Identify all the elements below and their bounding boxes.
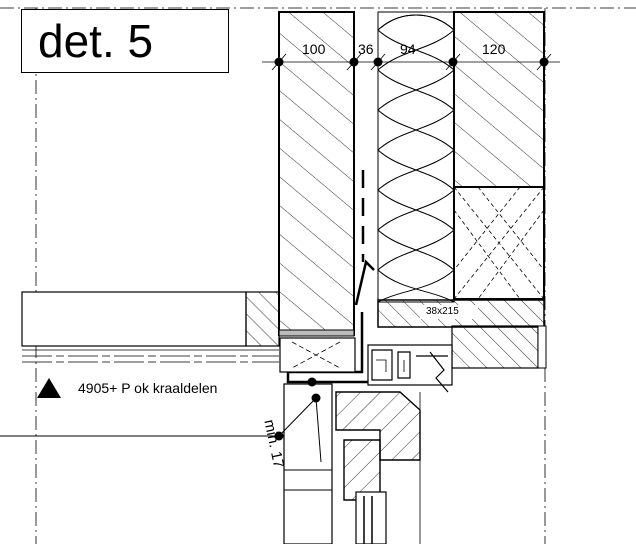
dimension-label-1: 100 bbox=[302, 41, 326, 57]
detail-title: det. 5 bbox=[38, 15, 154, 67]
outer-wall bbox=[453, 11, 545, 300]
note-text: 4905+ P ok kraaldelen bbox=[78, 380, 218, 396]
dimension-label-4: 120 bbox=[482, 41, 506, 57]
level-marker-icon bbox=[37, 378, 61, 398]
leader-dots bbox=[274, 377, 321, 441]
dimension-label-3: 94 bbox=[400, 41, 416, 57]
inner-wall bbox=[278, 11, 355, 337]
insulation bbox=[377, 11, 455, 303]
window-head bbox=[279, 325, 547, 393]
dimension-label-2: 36 bbox=[358, 41, 374, 57]
ceiling-panel bbox=[21, 291, 280, 363]
title-box: det. 5 bbox=[21, 9, 229, 73]
beam bbox=[377, 299, 545, 328]
frame-profile bbox=[283, 383, 421, 544]
leader bbox=[0, 397, 322, 463]
beam-label: 38x215 bbox=[426, 306, 459, 317]
